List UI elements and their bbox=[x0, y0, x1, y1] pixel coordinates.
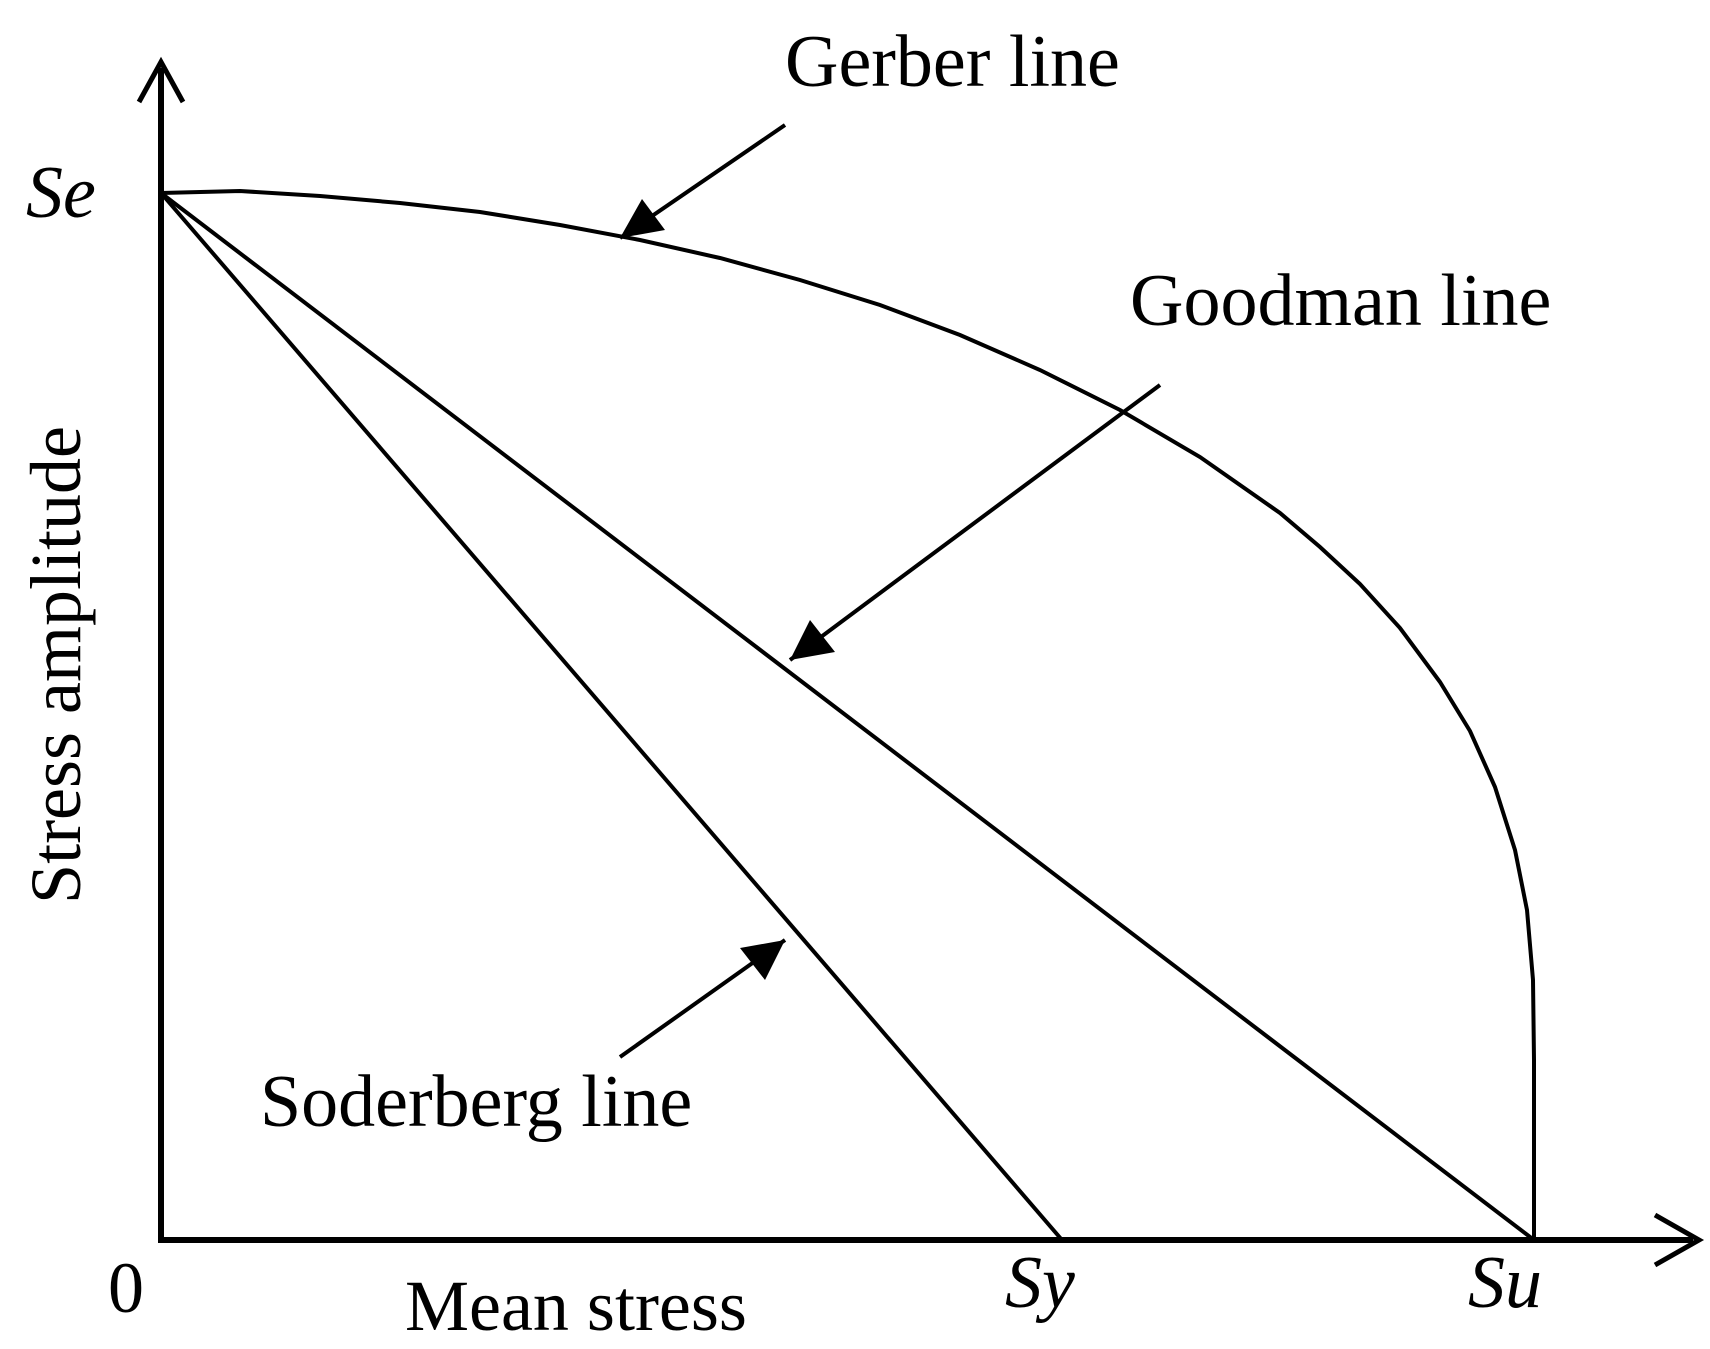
su-label: Su bbox=[1468, 1242, 1542, 1324]
goodman-line bbox=[159, 191, 1536, 1242]
soderberg-line bbox=[159, 191, 1064, 1242]
goodman-label: Goodman line bbox=[1130, 260, 1551, 342]
x-axis-title: Mean stress bbox=[405, 1266, 747, 1346]
y-axis-arrow-icon bbox=[136, 56, 186, 104]
goodman-pointer-arrow bbox=[788, 383, 1162, 662]
origin-label: 0 bbox=[108, 1248, 144, 1328]
sy-label: Sy bbox=[1005, 1242, 1075, 1324]
se-label: Se bbox=[26, 152, 96, 234]
gerber-label: Gerber line bbox=[785, 21, 1120, 103]
goodman-arrowhead-icon bbox=[790, 620, 835, 660]
gerber-arrowhead-icon bbox=[620, 199, 665, 238]
y-axis-title: Stress amplitude bbox=[16, 426, 96, 904]
x-axis-arrow-icon bbox=[1653, 1212, 1705, 1268]
soderberg-arrowhead-icon bbox=[740, 940, 785, 980]
gerber-curve bbox=[160, 188, 1536, 1240]
soderberg-label: Soderberg line bbox=[260, 1061, 692, 1143]
